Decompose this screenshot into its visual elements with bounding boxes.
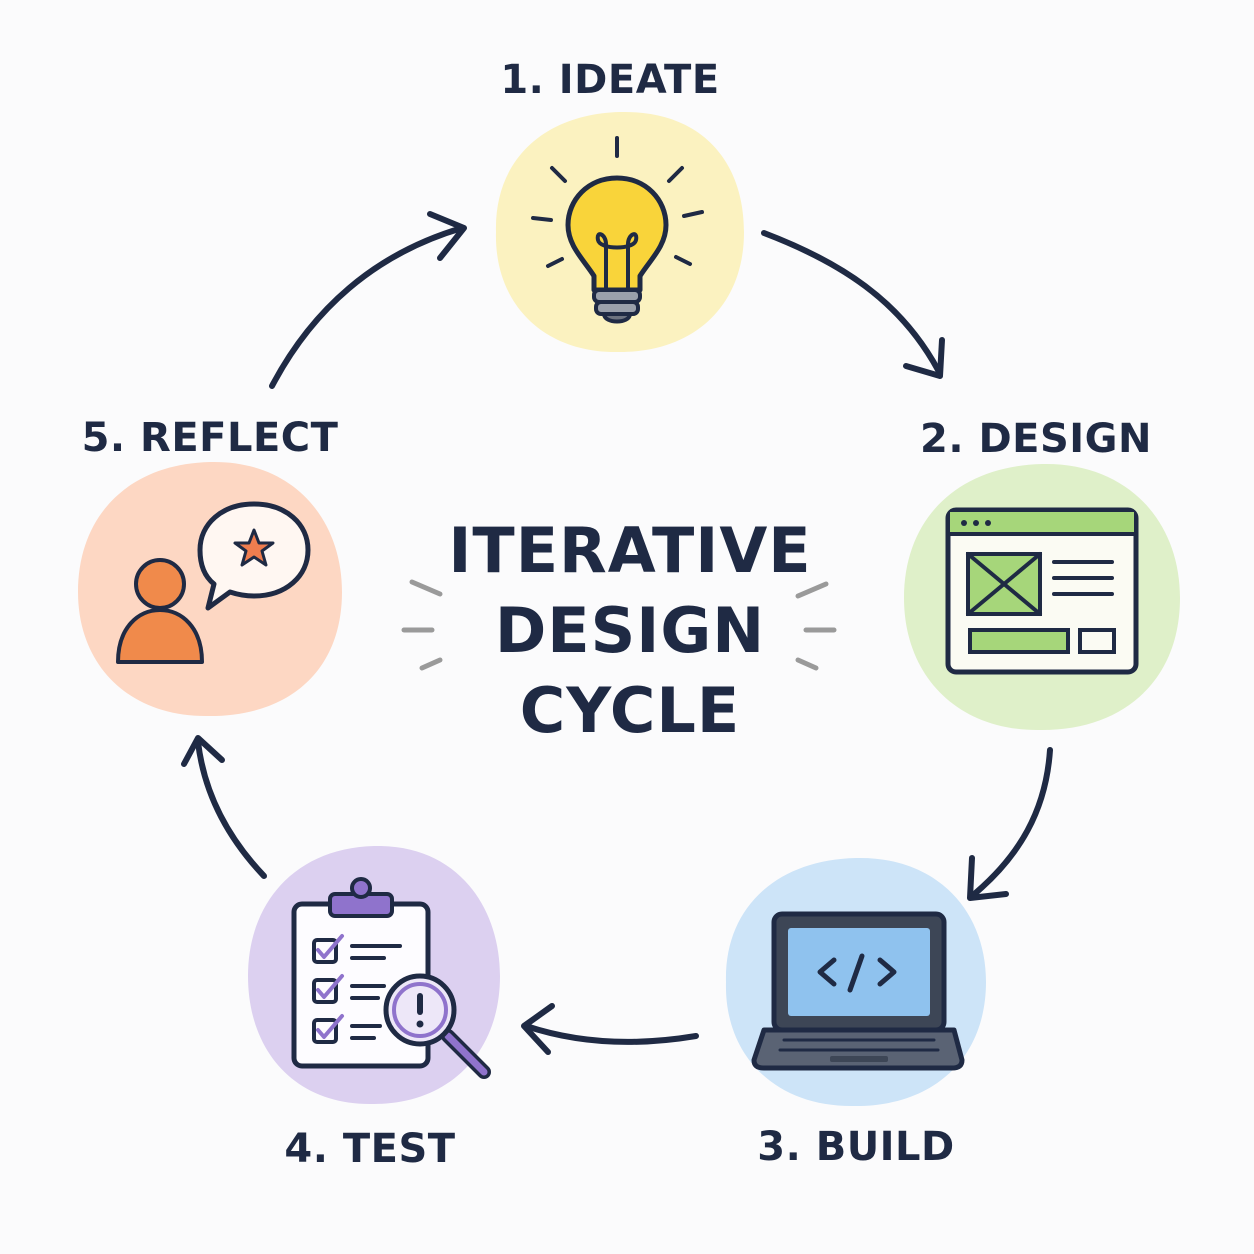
clipboard-checklist-icon [291,877,491,1079]
title-emphasis-ticks [401,579,837,671]
arrow-test-to-reflect [181,735,267,879]
left-tick-bottom [419,657,443,671]
left-tick-top [409,579,443,597]
arrow-reflect-to-ideate [269,211,467,389]
stage-label-reflect: 5. REFLECT [82,415,339,461]
person-feedback-icon [116,501,311,664]
stage-label-ideate: 1. IDEATE [500,57,719,103]
arrow-build-to-test [521,1003,699,1055]
stage-label-build: 3. BUILD [757,1124,955,1170]
arrow-design-to-build [967,747,1053,901]
right-tick-top [795,581,829,599]
arrow-ideate-to-design [761,230,945,379]
checklist-row-1 [312,934,402,964]
speech-bubble-icon [197,501,311,611]
center-title: ITERATIVE DESIGN CYCLE [448,514,811,747]
stage-ideate: 1. IDEATE [495,57,744,353]
checklist-row-2 [312,974,386,1004]
person-icon [116,558,204,664]
stage-label-test: 4. TEST [284,1126,455,1172]
star-icon [233,528,275,567]
checklist-row-3 [312,1014,382,1044]
center-title-line-2: DESIGN [495,594,765,667]
stage-reflect: 5. REFLECT [78,415,342,717]
center-title-line-3: CYCLE [520,674,741,747]
stage-test: 4. TEST [248,845,500,1172]
magnifier-icon [383,973,491,1079]
right-tick-bottom [795,657,819,671]
center-title-line-1: ITERATIVE [448,514,811,587]
stage-build: 3. BUILD [725,857,986,1170]
wireframe-window-icon [945,507,1139,675]
stage-reflect-background [78,461,342,717]
lightbulb-icon [531,136,704,324]
laptop-code-icon [751,911,965,1071]
stage-design: 2. DESIGN [904,416,1180,731]
stage-label-design: 2. DESIGN [920,416,1152,462]
